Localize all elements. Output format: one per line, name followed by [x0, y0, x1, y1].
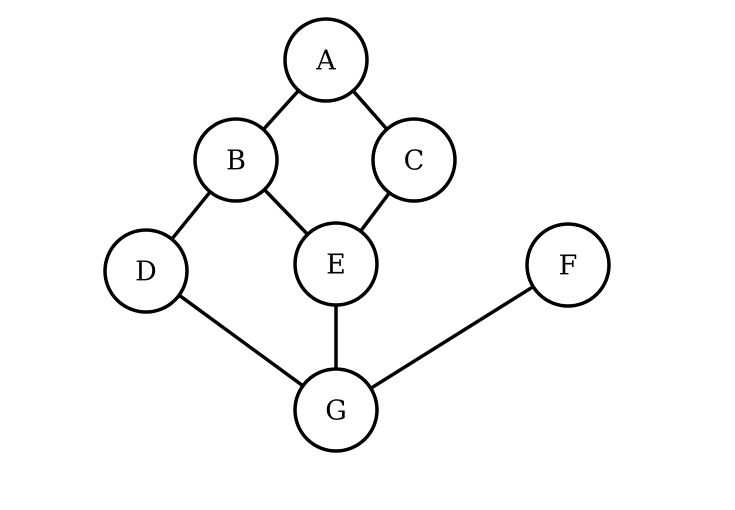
- node-label: F: [559, 251, 578, 282]
- edge-a-b: [261, 88, 301, 132]
- node-g: G: [293, 367, 379, 453]
- node-circle: [193, 117, 279, 203]
- edge-a-c: [351, 89, 389, 131]
- node-circle: [103, 228, 189, 314]
- node-label: G: [325, 396, 347, 427]
- node-a: A: [283, 17, 369, 103]
- node-label: C: [404, 146, 425, 177]
- node-label: A: [315, 46, 336, 77]
- edge-c-e: [358, 191, 392, 233]
- node-circle: [283, 17, 369, 103]
- edge-d-g: [177, 293, 305, 388]
- nodes-layer: A B C D E F G: [103, 17, 611, 453]
- node-d: D: [103, 228, 189, 314]
- node-label: E: [326, 250, 346, 281]
- node-circle: [293, 367, 379, 453]
- edges-layer: [170, 88, 535, 391]
- edge-b-e: [262, 187, 310, 237]
- node-label: B: [226, 146, 246, 177]
- node-e: E: [293, 221, 379, 307]
- node-label: D: [135, 257, 157, 288]
- node-circle: [293, 221, 379, 307]
- node-circle: [525, 222, 611, 308]
- node-b: B: [193, 117, 279, 203]
- node-f: F: [525, 222, 611, 308]
- node-circle: [371, 117, 457, 203]
- edge-f-g: [369, 284, 535, 391]
- edge-b-d: [170, 190, 212, 241]
- node-c: C: [371, 117, 457, 203]
